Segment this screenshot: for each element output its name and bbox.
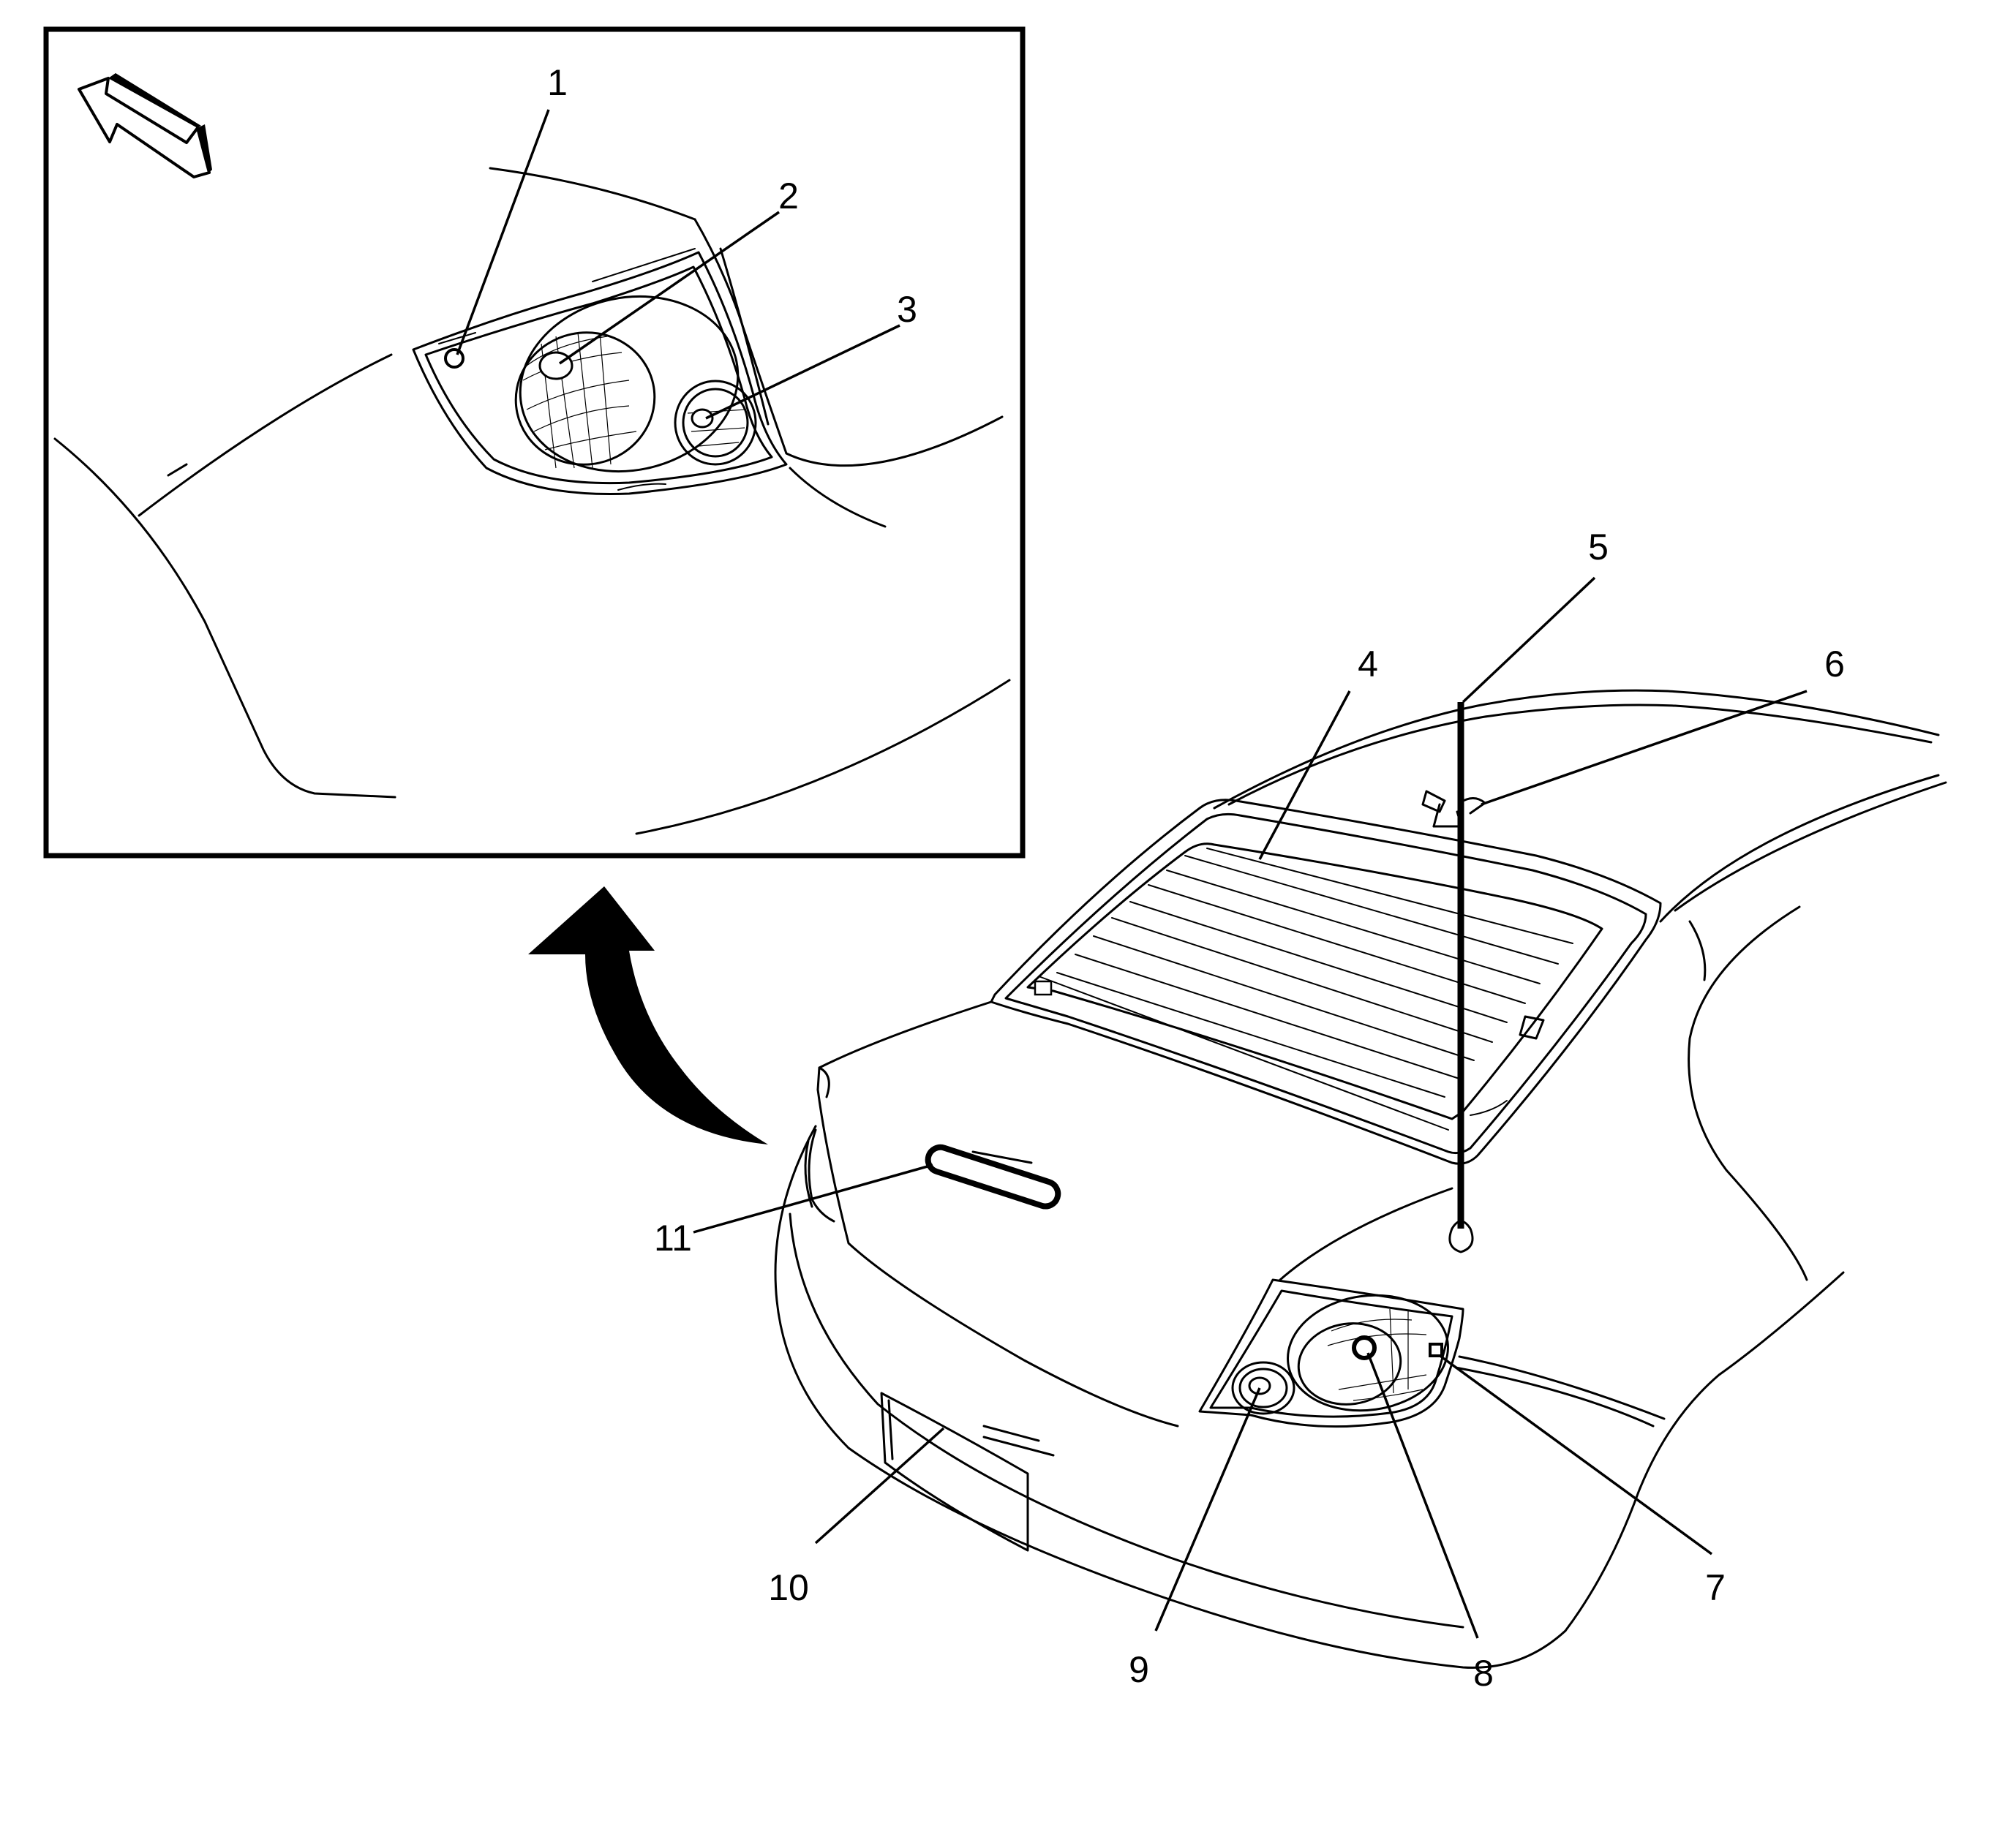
leader-10: [814, 1427, 945, 1545]
leader-7: [1440, 1355, 1713, 1555]
callout-10: 10: [768, 1567, 809, 1608]
callout-labels: 1 2 3 4 5 6 7 8 9 10 11: [547, 62, 1845, 1694]
callout-5: 5: [1588, 527, 1609, 567]
leader-8: [1366, 1352, 1479, 1639]
callout-6: 6: [1824, 644, 1845, 685]
vehicle-tail-lamp: [1198, 1278, 1464, 1428]
callout-9: 9: [1129, 1649, 1149, 1690]
leader-1: [456, 109, 550, 355]
stop-lamp-fixture: [1421, 790, 1486, 828]
callout-8: 8: [1473, 1653, 1494, 1694]
leader-5: [1462, 576, 1596, 704]
callout-2: 2: [778, 176, 799, 216]
leader-6: [1481, 690, 1808, 806]
leader-9: [1154, 1387, 1261, 1632]
fastener-1-shape: [444, 348, 464, 369]
callout-4: 4: [1358, 644, 1378, 685]
antenna: [1448, 702, 1474, 1253]
callout-7: 7: [1705, 1567, 1726, 1608]
bulb-2-shape: [538, 351, 573, 380]
callout-3: 3: [897, 289, 917, 330]
leader-2: [559, 211, 780, 365]
front-arrow-icon: [78, 73, 212, 178]
callout-1: 1: [547, 62, 568, 103]
vehicle-body: [774, 689, 1947, 1669]
detail-frame: [43, 26, 1026, 859]
trunk-handle-shape: [925, 1144, 1061, 1210]
rear-window: [990, 799, 1662, 1165]
leader-4: [1258, 690, 1351, 860]
detail-inset: [43, 26, 1026, 859]
callout-11: 11: [654, 1218, 692, 1259]
leader-3: [705, 324, 900, 420]
leader-lines: [456, 109, 1808, 1639]
callout-arrow-icon: [528, 886, 768, 1144]
leader-11: [693, 1164, 933, 1234]
inset-body-contours: [53, 167, 1011, 835]
